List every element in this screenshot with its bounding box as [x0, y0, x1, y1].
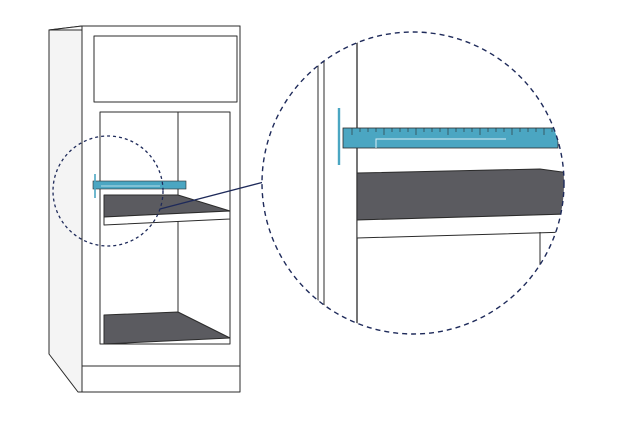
zoomed-detail: [262, 32, 564, 334]
toe-kick: [81, 365, 241, 393]
cabinet-opening: [99, 111, 231, 345]
interior-floor: [103, 311, 231, 345]
zoomed-ruler: [337, 108, 559, 165]
callout-leader-line: [159, 181, 265, 210]
small-detail-circle: [52, 135, 164, 247]
drawer-front: [93, 35, 238, 103]
zoomed-shelf-surface: [356, 168, 564, 221]
small-ruler: [92, 174, 187, 198]
large-detail-circle: [261, 31, 565, 335]
shelf-front-edge: [103, 210, 231, 226]
cabinet-side-panel: [48, 25, 83, 393]
base-cabinet: [48, 25, 241, 393]
zoomed-shelf-front-edge: [356, 213, 564, 239]
